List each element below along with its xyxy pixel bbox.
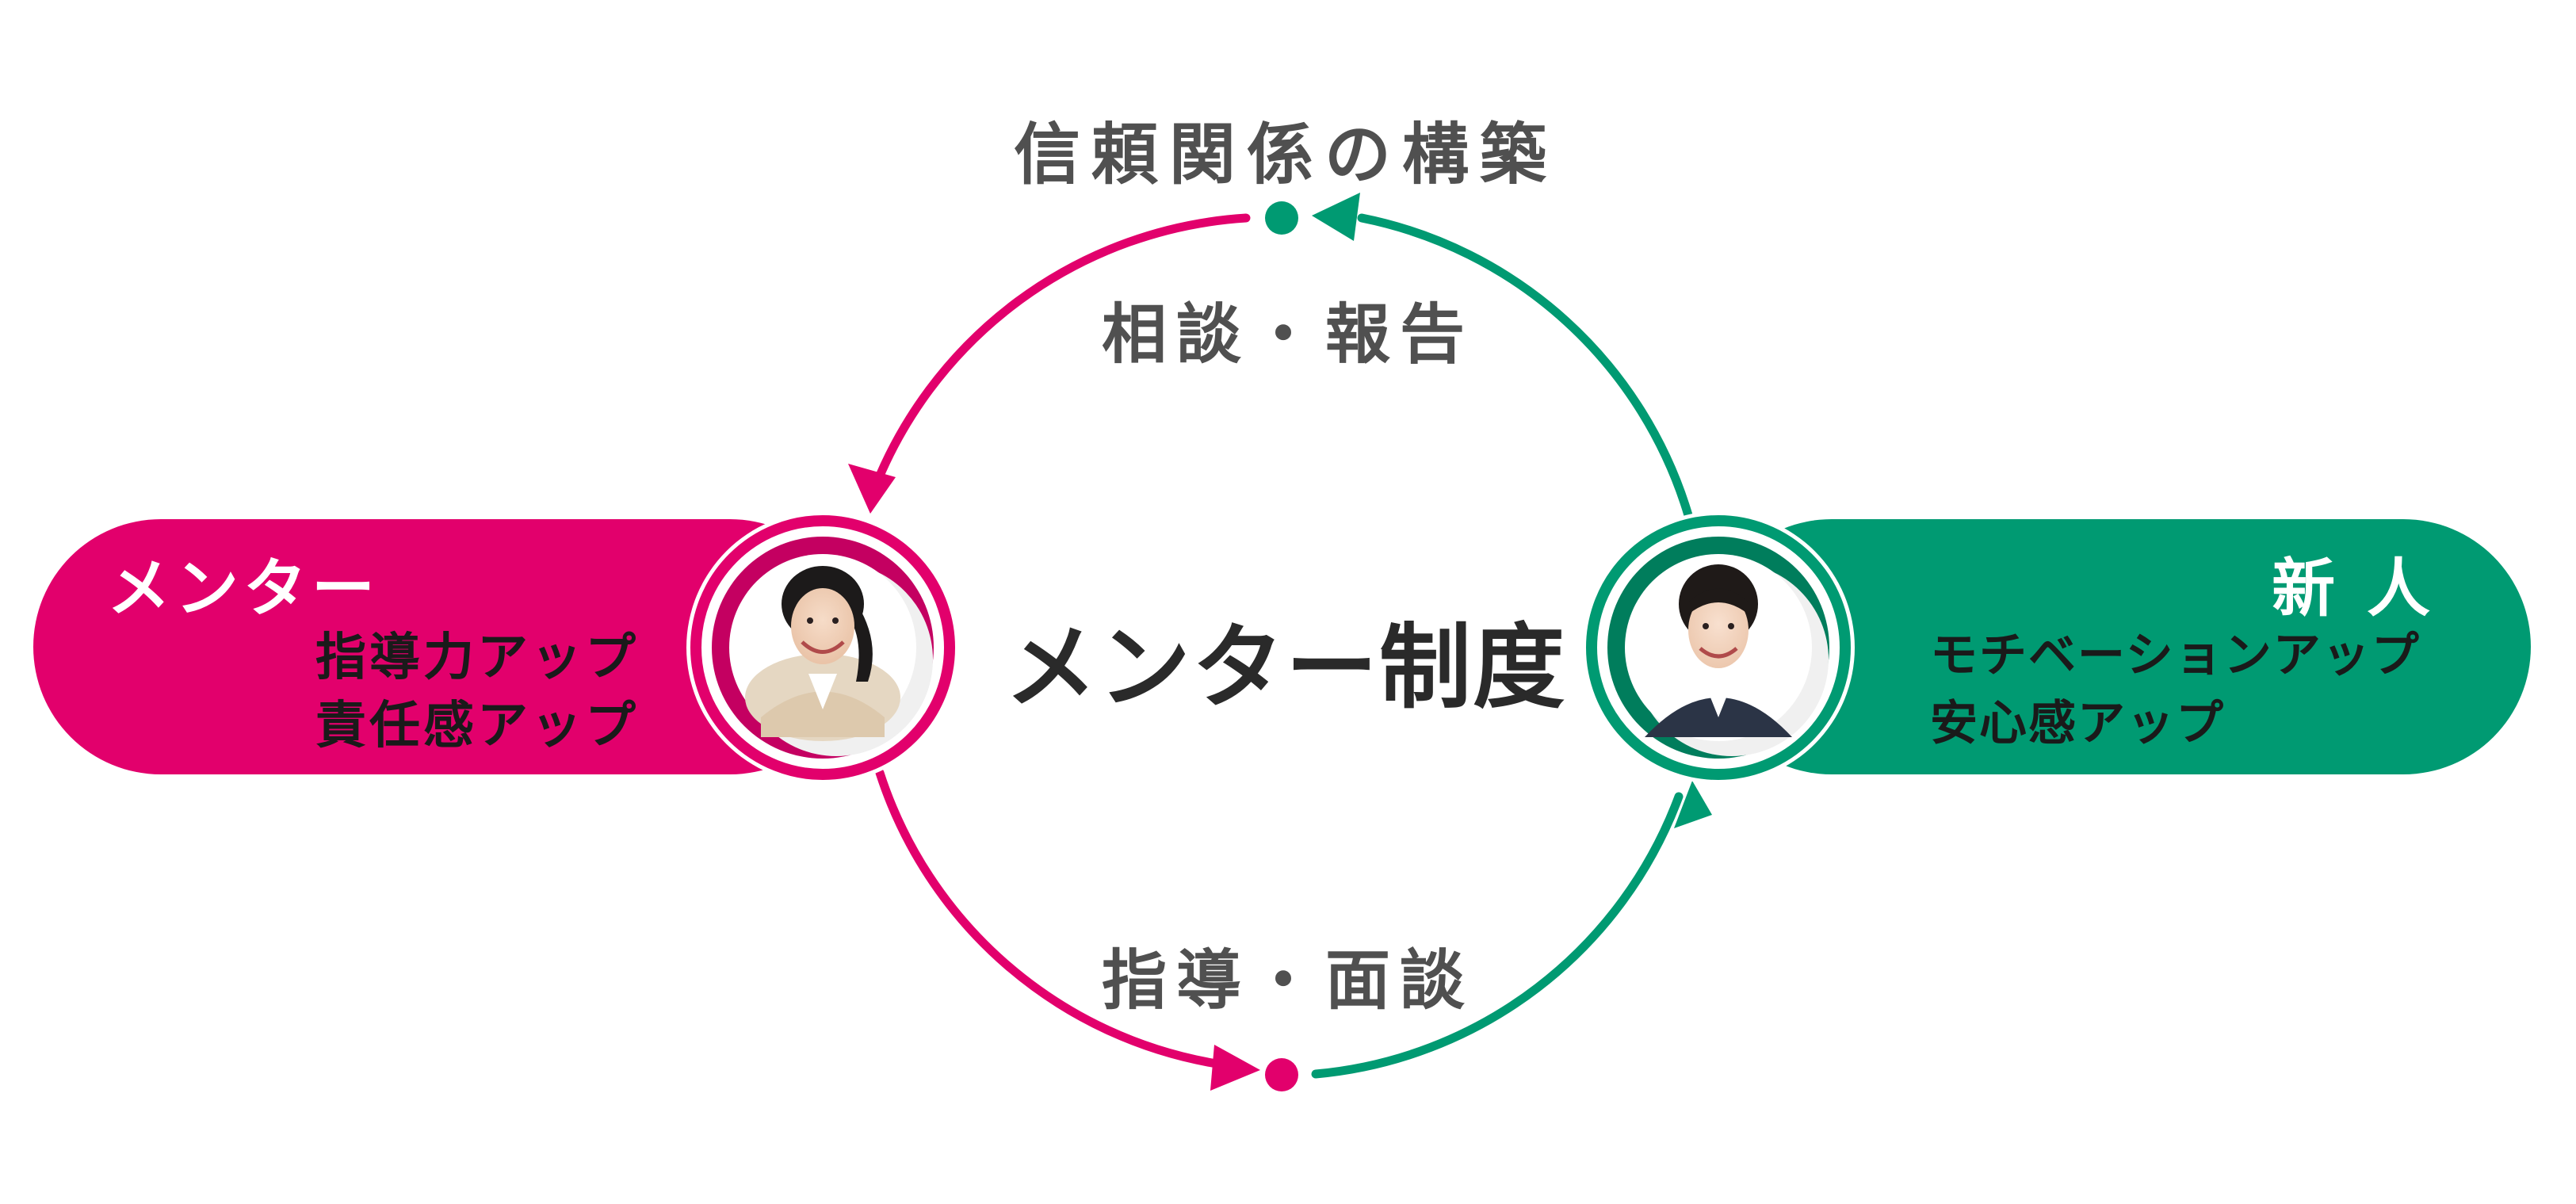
mentor-benefit: 指導力アップ [315,617,639,690]
trust-building-label: 信頼関係の構築 [1014,101,1550,197]
top-node [1265,201,1298,235]
consultation-report-label: 相談・報告 [1102,281,1462,376]
newcomer-benefit: モチベーションアップ [1930,617,2421,686]
mentor-benefit: 責任感アップ [315,685,639,758]
newcomer-heading: 新 人 [2272,537,2435,629]
bottom-node [1265,1058,1298,1091]
guidance-interview-label: 指導・面談 [1102,927,1462,1022]
upper-pink-arrowhead [848,464,896,514]
lower-pink-arrowhead [1210,1045,1260,1091]
newcomer-emblem [1582,511,1855,784]
mentor-emblem [686,511,959,784]
diagram-title: メンター制度 [1005,593,1560,726]
newcomer-benefit: 安心感アップ [1930,685,2225,754]
mentor-heading: メンター [107,537,380,629]
upper-green-arrowhead [1312,193,1360,241]
